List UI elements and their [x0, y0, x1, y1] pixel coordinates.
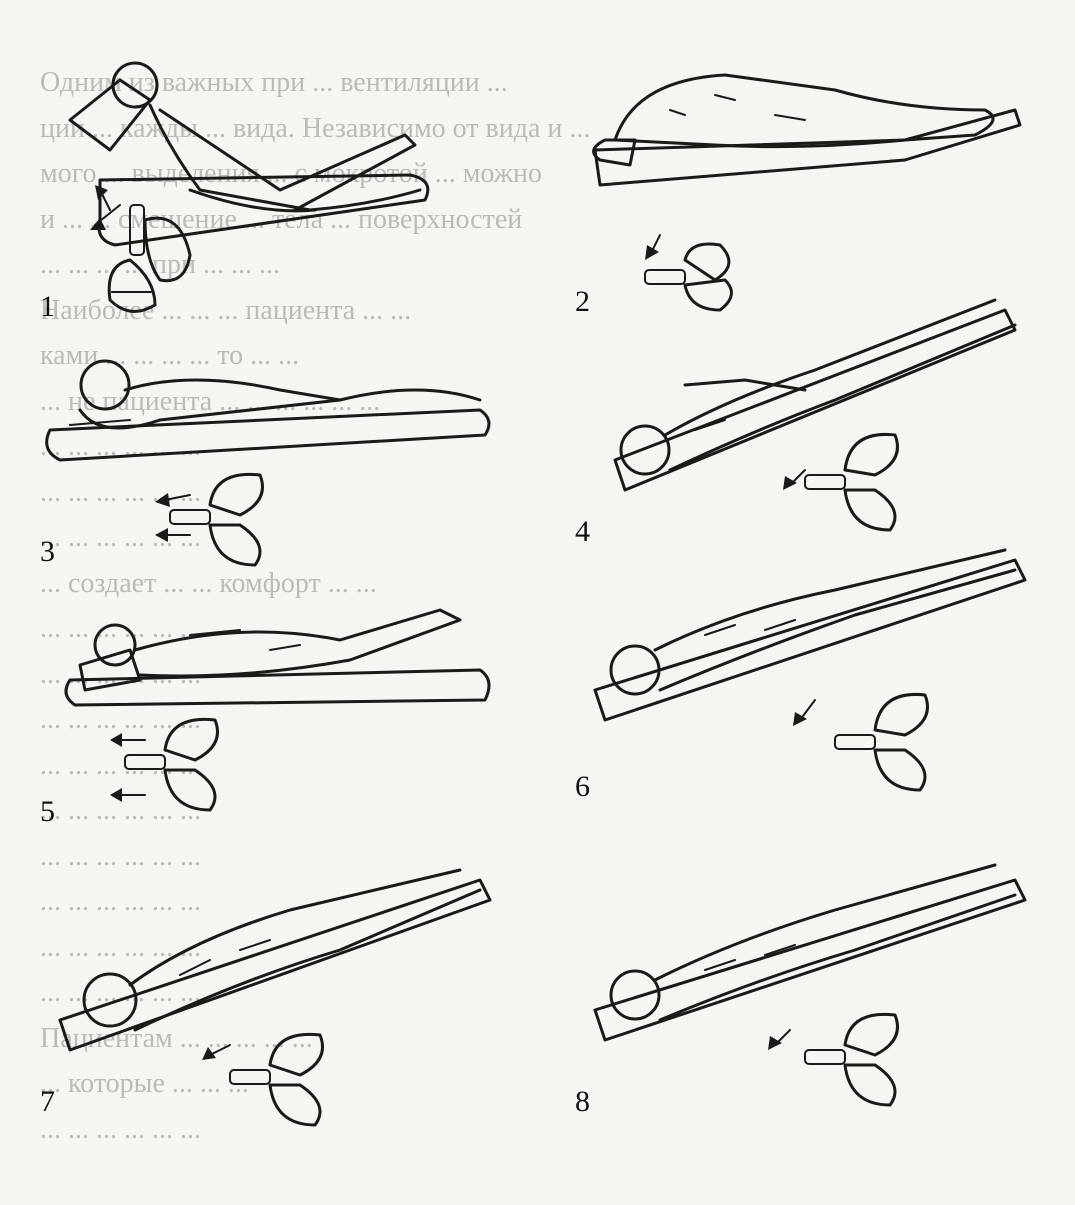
- mattress: [615, 310, 1015, 490]
- mattress: [60, 880, 490, 1050]
- position-7-number: 7: [40, 1085, 55, 1119]
- head: [113, 63, 157, 107]
- position-3-drawing: [40, 340, 510, 590]
- position-6-number: 6: [575, 770, 590, 804]
- position-4-figure: 4: [575, 290, 1045, 580]
- position-5-figure: 5: [40, 590, 510, 850]
- position-7-figure: 7: [40, 850, 510, 1150]
- position-1-drawing: [40, 40, 480, 340]
- position-8-number: 8: [575, 1085, 590, 1119]
- mattress: [595, 880, 1025, 1040]
- lungs-icon: [835, 694, 928, 790]
- position-2-drawing: [575, 40, 1045, 320]
- lungs-icon: [125, 719, 218, 810]
- position-7-drawing: [40, 850, 510, 1150]
- pillow: [594, 140, 635, 165]
- position-3-number: 3: [40, 535, 55, 569]
- body-outline: [655, 865, 995, 980]
- body-outline: [665, 300, 995, 435]
- position-4-drawing: [575, 290, 1045, 580]
- position-6-figure: 6: [575, 540, 1045, 840]
- position-8-figure: 8: [575, 850, 1045, 1150]
- head: [611, 646, 659, 694]
- position-5-drawing: [40, 590, 510, 850]
- position-8-drawing: [575, 850, 1045, 1150]
- head: [611, 971, 659, 1019]
- position-3-figure: 3: [40, 340, 510, 590]
- position-5-number: 5: [40, 795, 55, 829]
- lungs-icon: [805, 434, 898, 530]
- head: [84, 974, 136, 1026]
- position-2-figure: 2: [575, 40, 1045, 320]
- lungs-icon: [805, 1014, 898, 1105]
- position-1-number: 1: [40, 290, 55, 324]
- head: [95, 625, 135, 665]
- raised-arm: [160, 110, 415, 210]
- lungs-icon: [170, 474, 263, 565]
- body-outline: [135, 610, 460, 676]
- mattress: [66, 670, 489, 705]
- position-6-drawing: [575, 540, 1045, 840]
- mattress: [47, 410, 489, 460]
- lungs-icon: [230, 1034, 323, 1125]
- head: [81, 361, 129, 409]
- lungs-icon: [109, 205, 190, 311]
- body-outline: [150, 105, 420, 210]
- body-outline: [80, 390, 480, 428]
- position-1-figure: 1: [40, 40, 480, 340]
- pillow: [70, 80, 150, 150]
